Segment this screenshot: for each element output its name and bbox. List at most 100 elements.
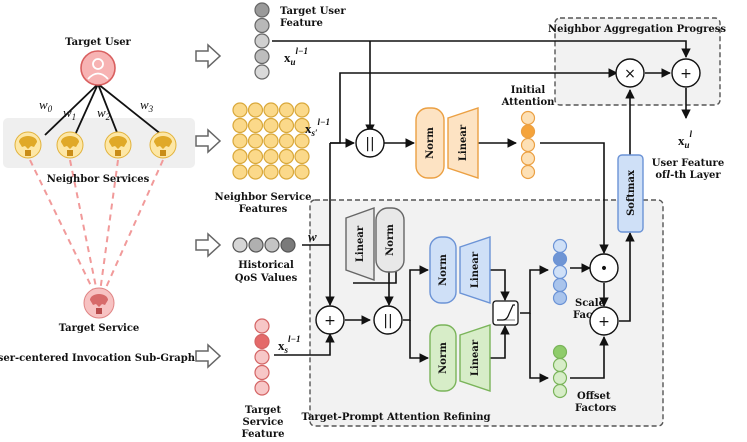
target-user-label: Target User	[65, 37, 131, 48]
scale-factors-vector	[552, 238, 568, 306]
feature-cell	[520, 124, 536, 139]
feature-cell	[232, 148, 248, 165]
target-service-feature-label: Target	[245, 405, 282, 416]
feature-cell	[263, 102, 279, 118]
left-panel: Target User w0 w1 w2 w3 Neighbor Service…	[0, 37, 196, 364]
globe-icon	[90, 294, 108, 307]
feature-cell	[254, 364, 270, 381]
neighbor-features-label: Neighbor Service	[215, 192, 312, 203]
target-user-feature-vector	[254, 2, 270, 80]
feature-cell	[294, 164, 310, 180]
feature-cell	[552, 344, 568, 360]
feature-cell	[254, 33, 270, 49]
feature-cell	[247, 148, 264, 165]
feature-cell	[263, 133, 279, 149]
globe-icon	[109, 136, 127, 149]
initial-attention-label: Initial	[511, 85, 546, 96]
xu-out-label: xul	[678, 129, 693, 150]
offset-factors-label-2: Factors	[575, 403, 617, 414]
feature-cell	[294, 133, 310, 149]
add-operator-right: +	[589, 306, 619, 336]
feature-cell	[278, 164, 295, 180]
feature-cell	[248, 237, 264, 253]
user-feature-output-label: User Feature	[652, 158, 724, 169]
feature-cell	[254, 48, 270, 65]
historical-qos-label: Historical	[238, 260, 294, 271]
user-icon	[92, 58, 104, 70]
scale-factors-label: Scale	[575, 298, 605, 309]
historical-qos-label-2: QoS Values	[235, 273, 298, 284]
feature-cell	[552, 277, 568, 293]
feature-cell	[278, 148, 295, 165]
activation-icon	[492, 300, 519, 326]
svg-text:Linear: Linear	[355, 225, 366, 262]
feature-cell	[294, 117, 310, 134]
feature-cell	[232, 164, 248, 180]
globe-icon	[61, 136, 79, 149]
feature-cell	[263, 117, 279, 134]
target-service-node	[83, 287, 115, 319]
linear-block-green: Linear	[459, 324, 491, 392]
weight-w2: w2	[97, 105, 111, 122]
hollow-arrow-icon	[195, 232, 222, 258]
feature-cell	[552, 238, 568, 254]
hollow-arrow-icon	[195, 128, 222, 154]
offset-factors-vector	[552, 344, 568, 399]
xu-prev-label: xul−1	[284, 46, 308, 67]
feature-cell	[552, 383, 568, 399]
feature-cell	[254, 64, 270, 80]
feature-cell	[278, 102, 295, 118]
feature-cell	[247, 102, 264, 118]
norm-block-blue: Norm	[429, 236, 457, 304]
neighbor-service-node	[14, 131, 42, 159]
w-label: w	[308, 229, 317, 244]
neighbor-service-features-grid	[232, 102, 310, 180]
target-user-feature-label-2: Feature	[280, 18, 323, 29]
svg-text:•: •	[600, 261, 608, 277]
feature-cell	[552, 290, 568, 306]
multiply-operator: ×	[615, 58, 645, 88]
svg-text:Norm: Norm	[438, 342, 449, 374]
hollow-arrows	[195, 43, 222, 369]
feature-cell	[232, 237, 248, 253]
svg-text:Linear: Linear	[458, 124, 469, 161]
feature-cell	[254, 17, 270, 34]
feature-cell	[232, 133, 248, 149]
feature-cell	[294, 148, 310, 165]
weight-w1: w1	[63, 105, 76, 122]
svg-text:Norm: Norm	[425, 127, 436, 159]
svg-text:Linear: Linear	[470, 251, 481, 288]
neighbor-aggregation-label: Neighbor Aggregation Progress	[548, 24, 726, 35]
svg-text:Norm: Norm	[438, 254, 449, 286]
feature-cell	[552, 251, 568, 267]
svg-text:×: ×	[624, 66, 636, 82]
target-service-feature-label-3: Feature	[242, 429, 285, 440]
feature-cell	[278, 133, 295, 149]
concat-operator-lower: ||	[373, 305, 403, 335]
weight-w3: w3	[140, 97, 154, 114]
feature-cell	[247, 117, 264, 134]
svg-text:||: ||	[365, 136, 374, 152]
feature-cell	[247, 133, 264, 149]
feature-cell	[280, 237, 296, 253]
concat-operator: ||	[355, 128, 385, 158]
offset-factors-label: Offset	[577, 391, 611, 402]
linear-block-gray: Linear	[345, 207, 375, 281]
feature-cell	[254, 318, 270, 334]
feature-cell	[254, 2, 270, 18]
feature-cell	[247, 164, 264, 180]
feature-cell	[278, 117, 295, 134]
neighbor-services-label: Neighbor Services	[47, 174, 150, 185]
feature-cell	[263, 148, 279, 165]
neighbor-service-node	[104, 131, 132, 159]
initial-attention-vector	[520, 110, 536, 180]
hadamard-operator: •	[589, 253, 619, 283]
target-service-feature-label-2: Service	[243, 417, 284, 428]
feature-cell	[254, 349, 270, 365]
add-operator-left: +	[315, 305, 345, 335]
globe-icon	[154, 136, 172, 149]
feature-cell	[520, 164, 536, 180]
neighbor-service-node	[56, 131, 84, 159]
hollow-arrow-icon	[195, 43, 222, 69]
